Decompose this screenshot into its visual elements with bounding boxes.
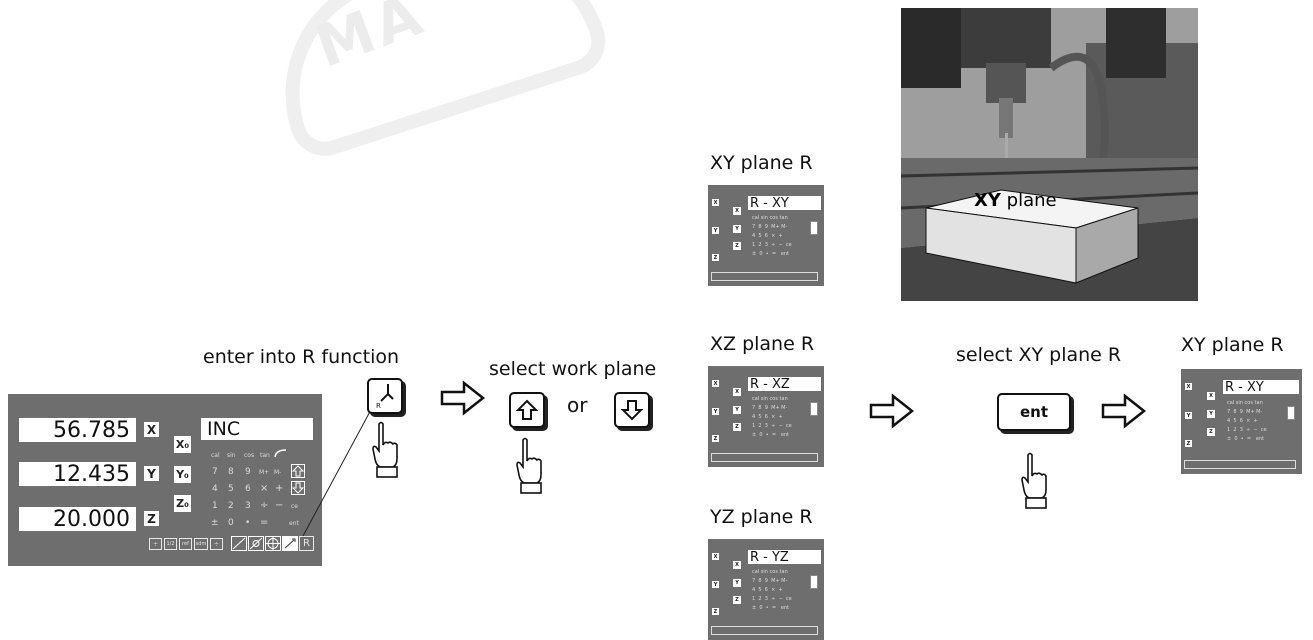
mini-axis-y: Y [712,581,719,588]
caption-select-work-plane: select work plane [489,358,656,380]
mini-updown [810,402,818,416]
mini-axis-x: X [712,199,719,206]
mini-updown [810,221,818,235]
xy-plane-label-rest: plane [1001,190,1057,211]
press-hand-icon-2 [513,437,547,495]
mini-axis-x0: X [733,561,741,569]
flow-arrow-2-icon [869,393,915,429]
machine-photo: XY plane [901,8,1198,301]
mini-axis-y: Y [1185,412,1192,419]
mini-axis-z: Z [712,435,719,442]
mini-message-xz: R - XZ [748,377,821,391]
mini-bottom-row [711,626,818,635]
mini-axis-y0: Y [733,225,741,233]
caption-enter-r: enter into R function [203,346,399,368]
down-arrow-icon [621,399,643,421]
up-arrow-icon [516,399,538,421]
ent-key-large[interactable]: ent [997,393,1071,431]
caption-xz-plane-r: XZ plane R [710,333,814,355]
flow-arrow-1-icon [440,380,486,416]
up-arrow-key-large[interactable] [509,392,545,428]
svg-text:R: R [376,402,381,410]
flow-arrow-3-icon [1101,393,1147,429]
mini-bottom-row [711,453,818,462]
mini-axis-x: X [712,553,719,560]
mini-axis-x0: X [1207,392,1215,400]
mini-axis-z0: Z [733,596,741,604]
mini-axis-y: Y [712,408,719,415]
mini-axis-y: Y [712,227,719,234]
mini-panel-xy-top: X Y Z X Y Z R - XY cal sin cos tan7 8 9 … [708,185,824,286]
or-text: or [567,393,587,417]
mini-axis-z: Z [712,608,719,615]
r-function-key-large[interactable]: R [367,378,403,414]
mini-message-xy-top: R - XY [748,196,821,210]
mini-axis-z0: Z [1207,428,1215,436]
mini-message-yz: R - YZ [748,550,821,564]
press-hand-icon [369,421,403,479]
mini-axis-x0: X [733,207,741,215]
mini-axis-z0: Z [733,423,741,431]
mini-axis-x: X [712,380,719,387]
mini-bottom-row [711,272,818,281]
mini-axis-x0: X [733,388,741,396]
mini-axis-y0: Y [733,579,741,587]
press-hand-icon-3 [1018,452,1052,510]
mini-message-xy-result: R - XY [1223,380,1299,394]
mini-axis-z0: Z [733,242,741,250]
mini-keypad: cal sin cos tan7 8 9 M+ M-4 5 6 × +1 2 3… [752,214,792,259]
ent-key-label: ent [1020,403,1048,421]
mini-axis-y0: Y [1207,410,1215,418]
mini-bottom-row [1184,460,1296,469]
milling-machine-illustration [901,8,1198,301]
mini-panel-xy-result: X Y Z X Y Z R - XY cal sin cos tan7 8 9 … [1181,369,1302,474]
mini-updown [1287,406,1295,420]
r-arc-icon: R [371,382,399,410]
caption-yz-plane-r: YZ plane R [710,506,813,528]
mini-axis-x: X [1185,383,1192,390]
caption-xy-plane-r-top: XY plane R [710,152,813,174]
caption-xy-plane-r-result: XY plane R [1181,334,1284,356]
mini-axis-y0: Y [733,406,741,414]
caption-select-xy-plane-r: select XY plane R [956,344,1121,366]
xy-plane-label: XY plane [974,190,1057,211]
mini-axis-z: Z [712,254,719,261]
xy-plane-label-bold: XY [974,190,1001,211]
down-arrow-key-large[interactable] [614,392,650,428]
mini-updown [810,575,818,589]
mini-axis-z: Z [1185,440,1192,447]
